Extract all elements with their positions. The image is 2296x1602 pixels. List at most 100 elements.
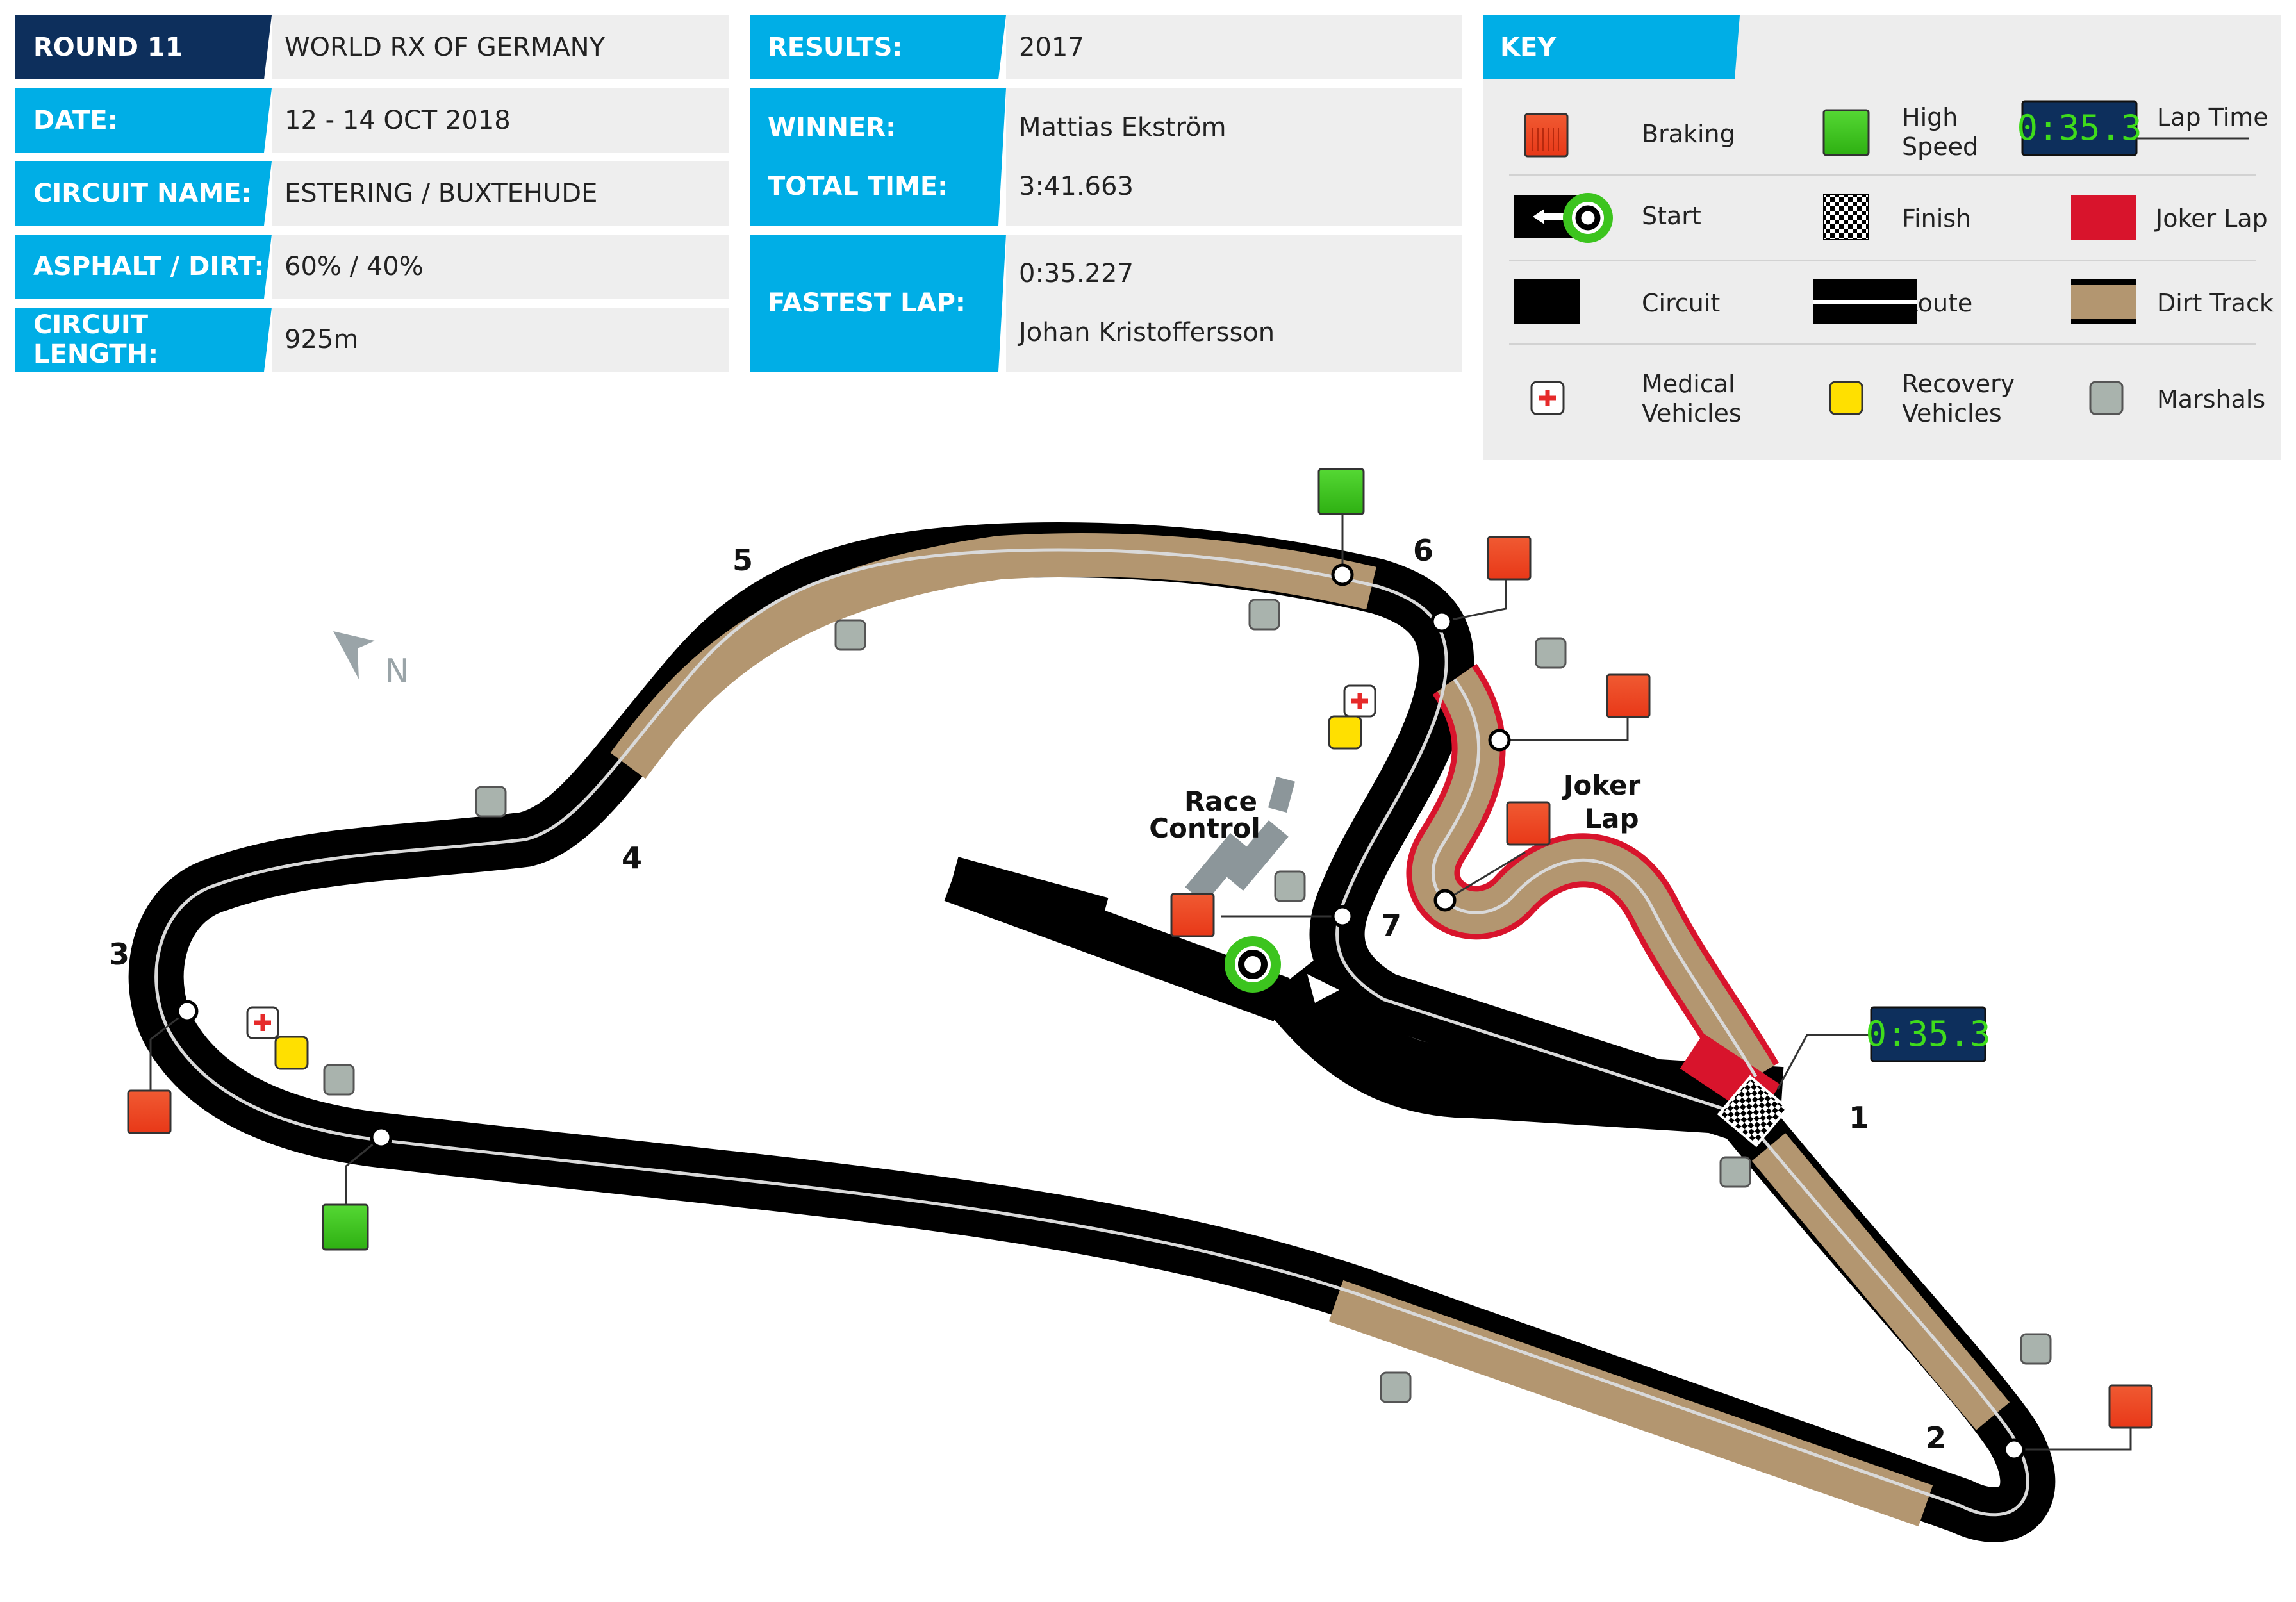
track — [128, 522, 2056, 1542]
circuit-name-text: ESTERING / BUXTEHUDE — [285, 179, 598, 208]
marshal-post-icon — [1274, 870, 1306, 902]
legend-marshal-icon — [2089, 381, 2124, 415]
legend-dirt-track-icon — [2071, 279, 2136, 324]
legend-braking-icon — [1524, 113, 1569, 158]
turn-1-label: 1 — [1849, 1100, 1869, 1135]
medical-vehicle-icon — [1343, 684, 1376, 718]
legend-recovery-label: Recovery Vehicles — [1902, 370, 2015, 427]
marshal-post-icon — [1535, 637, 1567, 669]
legend-finish-icon — [1823, 194, 1869, 240]
medical-vehicle-icon — [246, 1006, 279, 1039]
north-label: N — [384, 652, 409, 691]
winner-labels: WINNER: TOTAL TIME: — [750, 88, 1006, 226]
marshal-post-icon — [834, 619, 866, 651]
marshal-post-icon — [1248, 599, 1280, 631]
high-speed-marker-icon — [1317, 468, 1365, 515]
finish-flag-icon — [1717, 1075, 1790, 1148]
race-control-label-2: Control — [1149, 813, 1260, 844]
braking-marker-icon — [127, 1089, 172, 1134]
marshal-post-icon — [323, 1064, 355, 1096]
lap-time-display: 0:35.3 — [1776, 1006, 1991, 1090]
recovery-vehicle-icon — [1328, 715, 1362, 750]
surface-value-text: 60% / 40% — [285, 252, 424, 281]
turn-7-label: 7 — [1381, 908, 1401, 943]
legend-high-speed-label: High Speed — [1902, 103, 1979, 161]
joker-lap-label-1: Joker — [1562, 770, 1641, 801]
start-marker-icon — [1225, 936, 1339, 1003]
marshal-post-icon — [2020, 1333, 2052, 1365]
legend-panel — [1483, 15, 2281, 460]
marshal-post-icon — [1380, 1371, 1412, 1403]
legend-dirt-track-label: Dirt Track — [2157, 289, 2274, 317]
map-lap-time-text: 0:35.3 — [1865, 1014, 1990, 1054]
fastest-lap-time: 0:35.227 — [1019, 259, 1134, 288]
winner-value: Mattias Ekström — [1019, 113, 1226, 142]
legend-lap-time-icon: 0:35.3 — [2017, 100, 2249, 156]
legend-recovery-icon — [1829, 381, 1863, 415]
legend-medical-label: Medical Vehicles — [1642, 370, 1742, 427]
legend-lap-time-display: 0:35.3 — [2017, 108, 2142, 148]
legend-circuit-label: Circuit — [1642, 289, 1721, 317]
turn-6-label: 6 — [1413, 533, 1433, 568]
circuit-length-label: CIRCUIT LENGTH: — [15, 308, 272, 372]
surface-label: ASPHALT / DIRT: — [15, 235, 272, 299]
round-label: ROUND 11 — [15, 15, 272, 79]
results-label: RESULTS: — [750, 15, 1006, 79]
event-name: WORLD RX OF GERMANY — [272, 15, 729, 79]
results-value: 2017 — [1006, 15, 1462, 79]
turn-3-label: 3 — [109, 937, 129, 971]
fastest-lap-values: 0:35.227 Johan Kristoffersson — [1006, 235, 1462, 372]
results-value-text: 2017 — [1019, 33, 1084, 62]
marker-connectors — [149, 513, 2132, 1451]
braking-marker-icon — [2108, 1384, 2153, 1429]
race-control-building — [1185, 776, 1295, 904]
total-time-label: TOTAL TIME: — [768, 172, 948, 201]
circuit-length-text: 925m — [285, 325, 359, 354]
corner-points — [176, 563, 2026, 1461]
north-arrow-icon: N — [333, 631, 409, 691]
fastest-lap-driver: Johan Kristoffersson — [1019, 318, 1275, 347]
fastest-lap-label: FASTEST LAP: — [750, 235, 1006, 372]
legend-start-icon — [1514, 193, 1613, 243]
race-control-label-1: Race — [1184, 786, 1257, 817]
braking-marker-icon — [1170, 893, 1215, 937]
legend-joker-icon — [2071, 195, 2136, 240]
braking-marker-icon — [1606, 673, 1651, 718]
legend-finish-label: Finish — [1902, 204, 1972, 233]
legend-title: KEY — [1483, 15, 1740, 79]
event-name-text: WORLD RX OF GERMANY — [285, 33, 606, 62]
marshal-posts — [323, 599, 2052, 1403]
legend-lap-time-label: Lap Time — [2157, 103, 2268, 131]
braking-marker-icon — [1506, 801, 1551, 846]
legend-medical-icon — [1530, 381, 1565, 415]
joker-lap-label-2: Lap — [1584, 803, 1639, 834]
turn-5-label: 5 — [732, 543, 753, 577]
legend-high-speed-icon — [1822, 109, 1870, 156]
surface-value: 60% / 40% — [272, 235, 729, 299]
turn-4-label: 4 — [622, 841, 642, 875]
marshal-post-icon — [1719, 1156, 1751, 1188]
legend-joker-lap-label: Joker Lap — [2156, 204, 2268, 233]
legend-marshals-label: Marshals — [2157, 385, 2266, 413]
legend-divider — [1509, 343, 2256, 345]
date-value-text: 12 - 14 OCT 2018 — [285, 106, 511, 135]
total-time-value: 3:41.663 — [1019, 172, 1134, 201]
legend-braking-label: Braking — [1642, 120, 1735, 148]
legend-route-icon — [1813, 279, 1917, 324]
legend-circuit-icon — [1514, 279, 1580, 324]
date-label: DATE: — [15, 88, 272, 153]
braking-marker-icon — [1487, 536, 1532, 581]
winner-label: WINNER: — [768, 113, 896, 142]
turn-2-label: 2 — [1926, 1421, 1946, 1455]
winner-values: Mattias Ekström 3:41.663 — [1006, 88, 1462, 226]
circuit-name-label: CIRCUIT NAME: — [15, 161, 272, 226]
marshal-post-icon — [475, 786, 507, 818]
legend-divider — [1509, 260, 2256, 261]
high-speed-marker-icon — [322, 1203, 369, 1251]
circuit-length-value: 925m — [272, 308, 729, 372]
legend-start-label: Start — [1642, 202, 1701, 230]
recovery-vehicle-icon — [274, 1036, 309, 1070]
legend-divider — [1509, 174, 2256, 176]
date-value: 12 - 14 OCT 2018 — [272, 88, 729, 153]
